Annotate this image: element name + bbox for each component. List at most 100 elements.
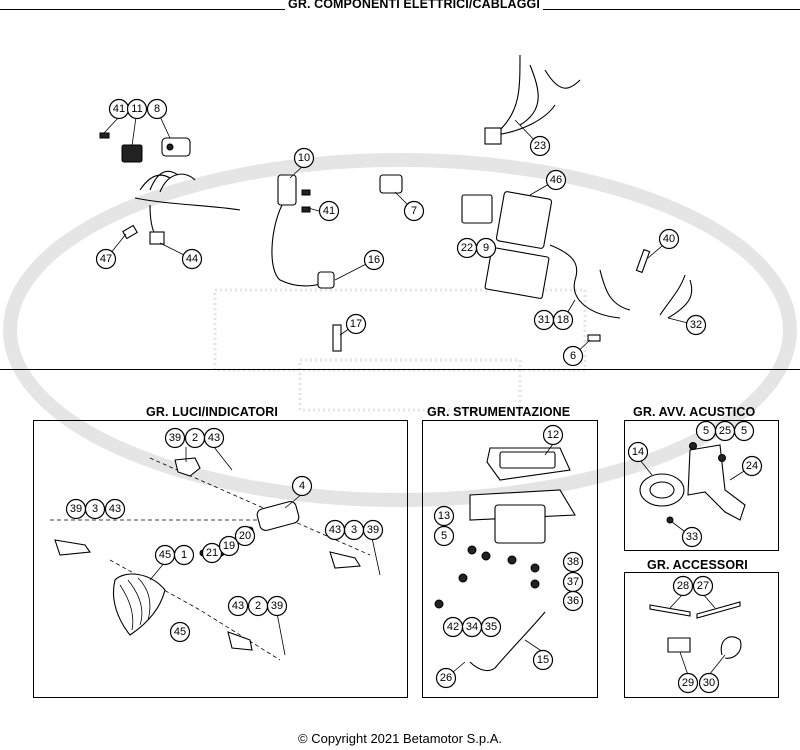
lights-section-box: [33, 420, 408, 698]
svg-text:30: 30: [703, 677, 715, 689]
svg-text:5: 5: [441, 530, 447, 542]
callout-2-b: 2: [247, 595, 269, 617]
callout-39-b: 39: [65, 498, 87, 520]
main-harness-part-23: [484, 54, 581, 145]
svg-text:43: 43: [232, 600, 244, 612]
svg-text:20: 20: [239, 530, 251, 542]
screw-part-41b: [301, 189, 311, 213]
svg-text:46: 46: [550, 174, 562, 186]
svg-text:13: 13: [438, 510, 450, 522]
svg-text:3: 3: [92, 503, 98, 515]
relay-box-part-9-46: [461, 191, 553, 249]
callout-25: 25: [714, 420, 736, 442]
wiring-section-title: GR. COMPONENTI ELETTRICI/CABLAGGI: [285, 0, 543, 11]
fuse-box-part-31: [484, 247, 550, 299]
callout-8: 8: [146, 98, 168, 120]
cable-part-32: [659, 274, 693, 319]
callout-42: 42: [442, 616, 464, 638]
callout-3-b: 3: [343, 519, 365, 541]
svg-text:21: 21: [206, 547, 218, 559]
callout-39-c: 39: [362, 519, 384, 541]
svg-text:43: 43: [109, 503, 121, 515]
callout-41-a: 41: [108, 98, 130, 120]
watermark-logo: [3, 153, 797, 507]
svg-text:28: 28: [677, 580, 689, 592]
svg-text:34: 34: [466, 621, 478, 633]
svg-text:42: 42: [447, 621, 459, 633]
callout-9: 9: [475, 237, 497, 259]
svg-text:45: 45: [174, 626, 186, 638]
callout-3-a: 3: [84, 498, 106, 520]
svg-text:10: 10: [298, 152, 310, 164]
callout-44: 44: [181, 248, 203, 270]
svg-text:2: 2: [192, 432, 198, 444]
callout-45-b: 45: [169, 621, 191, 643]
callout-40: 40: [658, 228, 680, 250]
svg-text:16: 16: [368, 254, 380, 266]
callout-43-b: 43: [104, 498, 126, 520]
svg-text:32: 32: [690, 319, 702, 331]
svg-text:47: 47: [100, 253, 112, 265]
callout-43-d: 43: [227, 595, 249, 617]
horn-parts: [639, 442, 746, 524]
callout-7: 7: [403, 200, 425, 222]
svg-text:1: 1: [181, 549, 187, 561]
svg-text:35: 35: [485, 621, 497, 633]
svg-text:24: 24: [746, 460, 758, 472]
callout-39-a: 39: [164, 427, 186, 449]
callout-23: 23: [529, 135, 551, 157]
relay-part-7: [379, 174, 403, 194]
callout-35: 35: [480, 616, 502, 638]
fuse-part-6: [587, 334, 601, 342]
svg-text:5: 5: [703, 425, 709, 437]
callout-43-c: 43: [324, 519, 346, 541]
callout-2-a: 2: [184, 427, 206, 449]
svg-text:17: 17: [350, 318, 362, 330]
svg-text:8: 8: [154, 103, 160, 115]
spark-plug-part-17: [332, 324, 342, 352]
svg-text:37: 37: [567, 576, 579, 588]
horn-section-title: GR. AVV. ACUSTICO: [630, 405, 759, 419]
svg-text:2: 2: [255, 600, 261, 612]
svg-text:11: 11: [131, 103, 142, 115]
callout-29: 29: [677, 672, 699, 694]
callout-19: 19: [218, 535, 240, 557]
callout-12: 12: [542, 424, 564, 446]
callout-14: 14: [627, 441, 649, 463]
callout-26: 26: [435, 667, 457, 689]
svg-text:26: 26: [440, 672, 452, 684]
callout-30: 30: [698, 672, 720, 694]
callout-24: 24: [741, 455, 763, 477]
svg-text:40: 40: [663, 233, 675, 245]
horn-callouts: 5 25 5 14 24 33: [627, 420, 763, 548]
svg-text:39: 39: [70, 503, 82, 515]
svg-text:33: 33: [686, 531, 698, 543]
svg-text:44: 44: [186, 253, 198, 265]
ignition-coil-part-10: [271, 174, 335, 289]
sensor-part-40: [635, 248, 651, 274]
callout-1: 1: [173, 544, 195, 566]
instrument-parts: [434, 447, 576, 672]
callout-37: 37: [562, 571, 584, 593]
callout-21: 21: [201, 542, 223, 564]
accessory-parts: [649, 601, 742, 659]
svg-text:4: 4: [299, 480, 305, 492]
screw-part-41a: [99, 132, 110, 139]
horn-section-box: [624, 420, 779, 551]
callout-38: 38: [562, 551, 584, 573]
callout-31: 31: [533, 309, 555, 331]
accessory-callouts: 28 27 29 30: [669, 575, 726, 694]
accessories-section-box: [624, 572, 779, 698]
svg-text:38: 38: [567, 556, 579, 568]
lights-callouts: 39 2 43 4 39 3 43 43 3 39 45 1 21 19 20 …: [65, 427, 384, 656]
callout-16: 16: [363, 249, 385, 271]
svg-text:3: 3: [351, 524, 357, 536]
callout-20: 20: [234, 525, 256, 547]
callout-17: 17: [345, 313, 367, 335]
svg-text:36: 36: [567, 595, 579, 607]
svg-text:41: 41: [323, 205, 335, 217]
callout-10: 10: [293, 147, 315, 169]
svg-text:45: 45: [159, 549, 171, 561]
